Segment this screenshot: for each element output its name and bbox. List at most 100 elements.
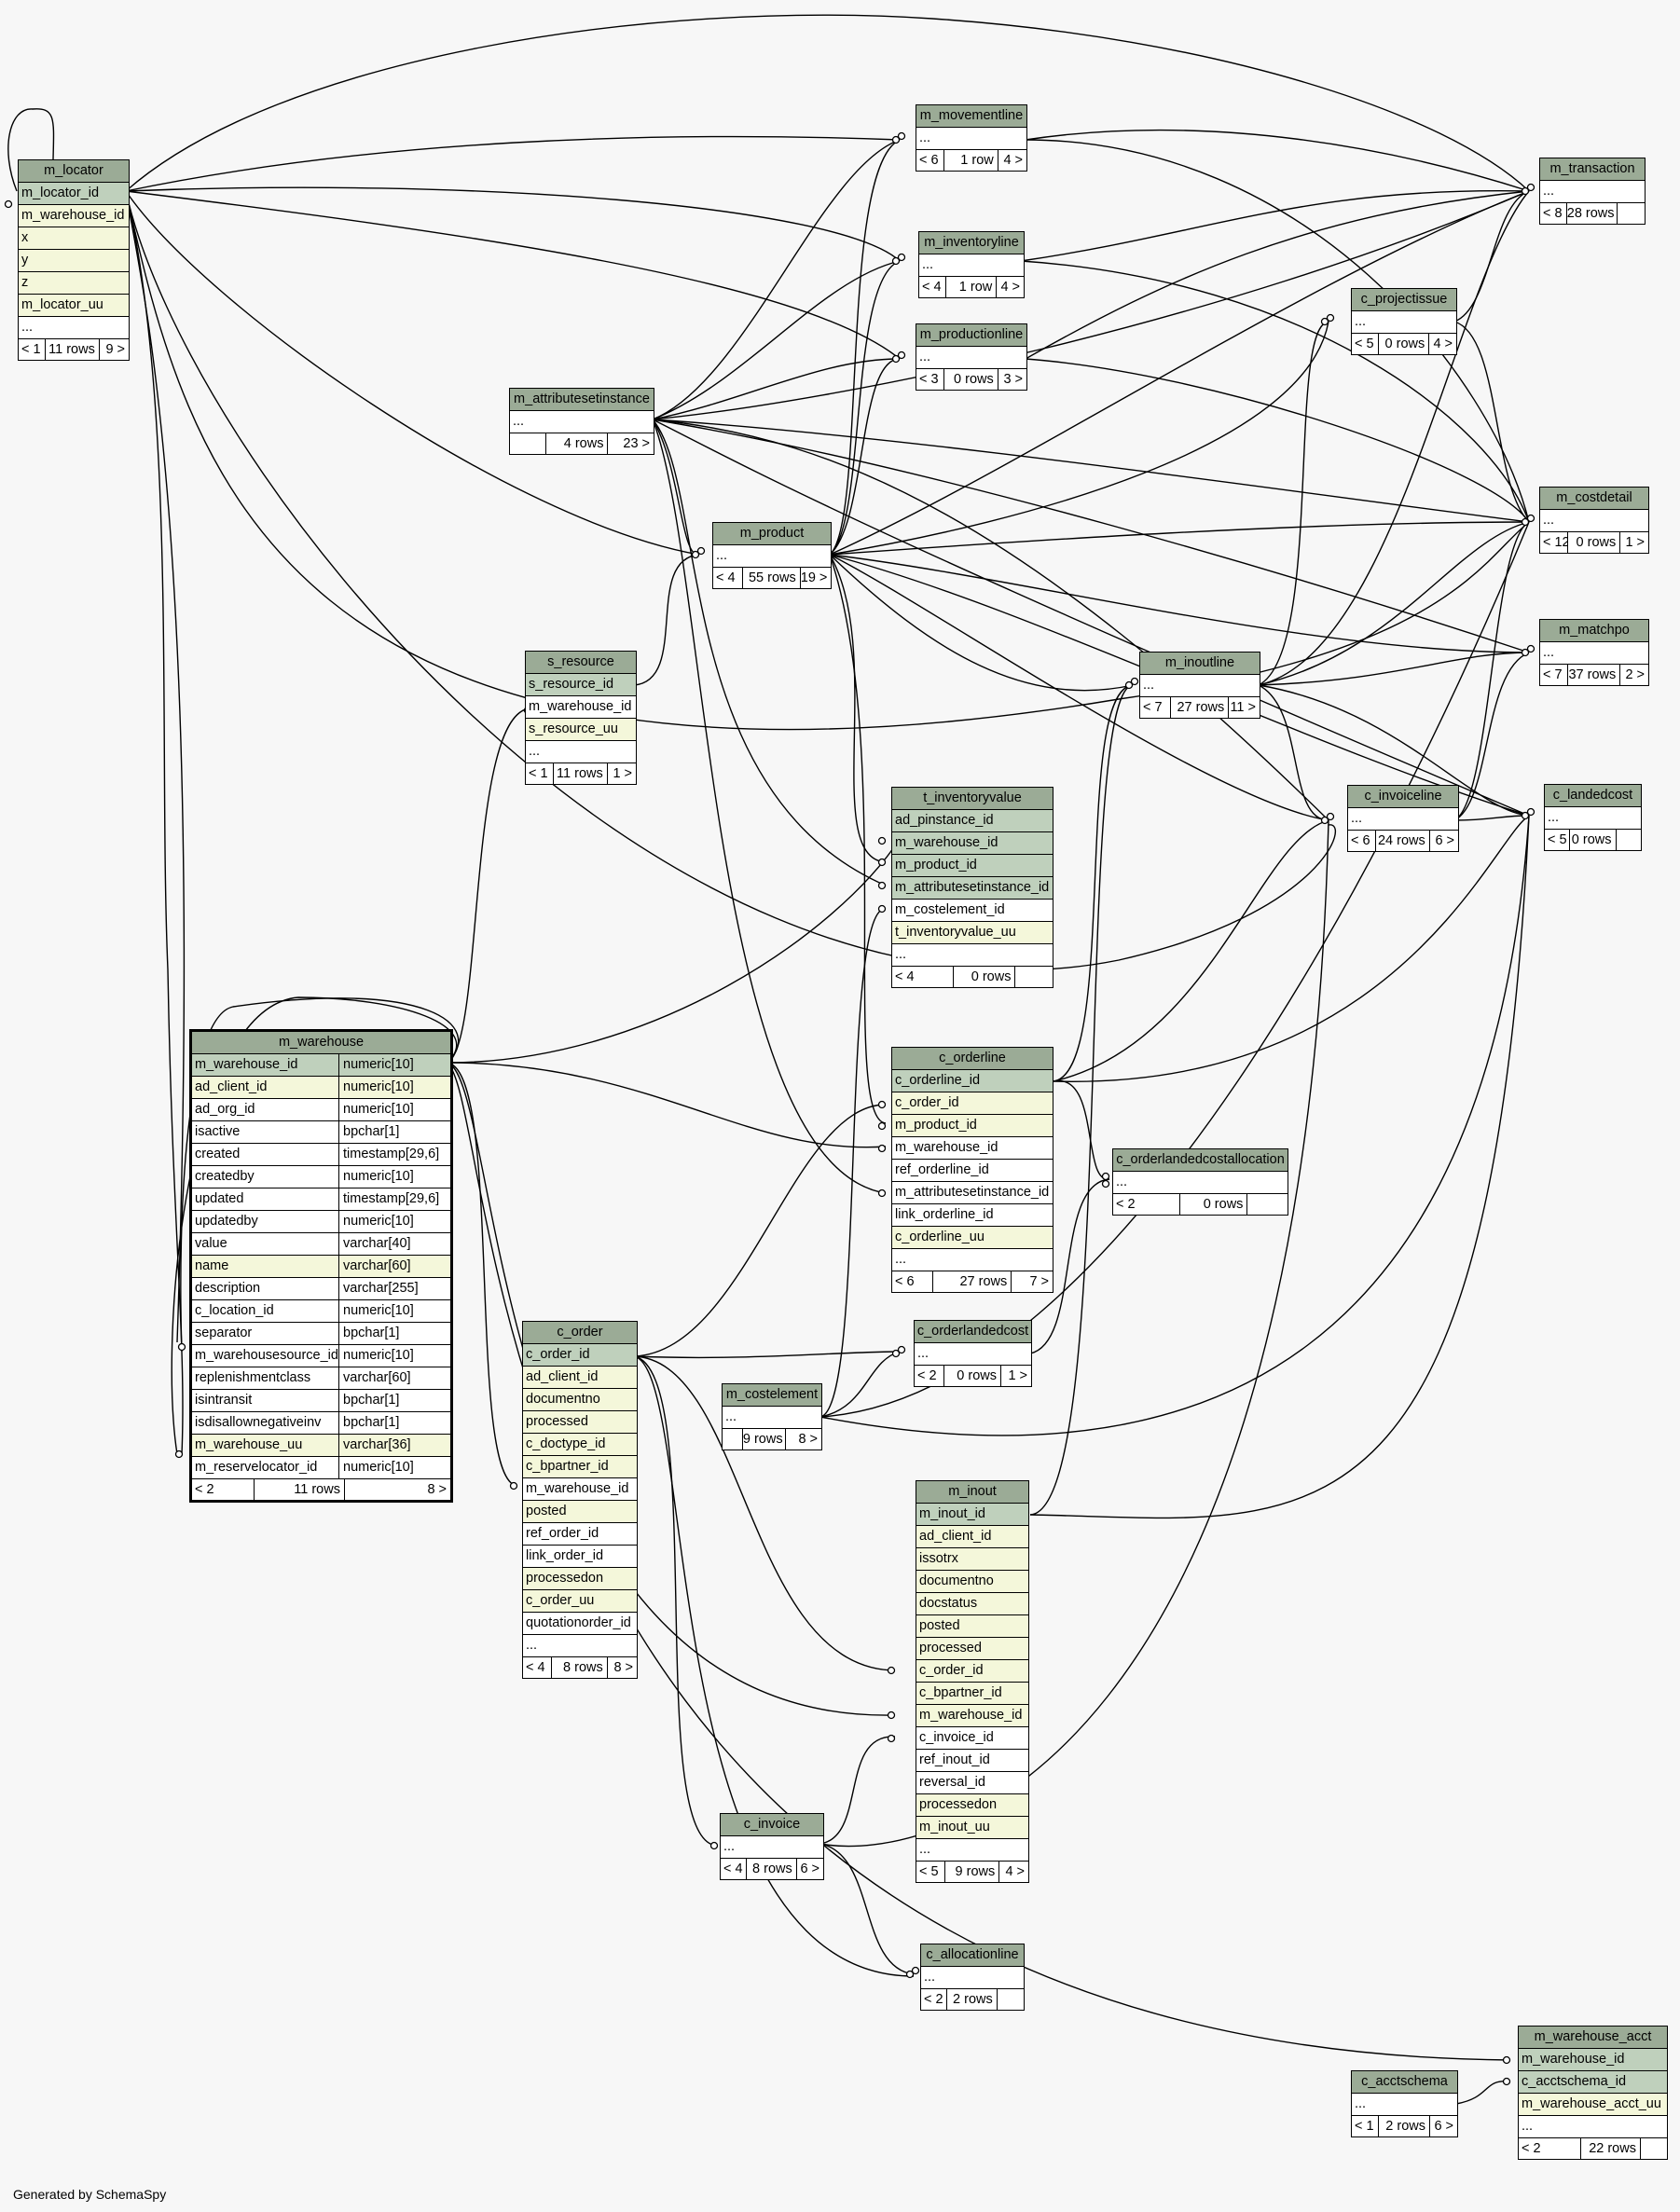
column-row[interactable]: ... bbox=[1352, 311, 1456, 334]
parents-link[interactable]: < 2 bbox=[1116, 1197, 1136, 1212]
table-title[interactable]: s_resource bbox=[526, 652, 636, 674]
parents-link[interactable] bbox=[723, 1429, 742, 1449]
parents-link[interactable]: < 3 bbox=[919, 372, 939, 387]
column-row[interactable]: m_warehouse_id bbox=[526, 696, 636, 719]
column-row[interactable]: ... bbox=[523, 1635, 637, 1657]
parents-link[interactable]: < 12 bbox=[1543, 535, 1567, 550]
primary-key-row[interactable]: m_inout_id bbox=[916, 1504, 1028, 1526]
children-link[interactable]: 2 > bbox=[1619, 665, 1648, 685]
table-title[interactable]: m_product bbox=[713, 523, 831, 545]
parents-link[interactable]: < 5 bbox=[1548, 832, 1567, 847]
column-row[interactable]: ref_orderline_id bbox=[892, 1160, 1053, 1182]
table-title[interactable]: m_transaction bbox=[1540, 158, 1645, 181]
column-row[interactable]: c_invoice_id bbox=[916, 1727, 1028, 1750]
column-row[interactable]: posted bbox=[916, 1615, 1028, 1638]
children-link[interactable]: 4 > bbox=[997, 150, 1026, 171]
primary-key-row[interactable]: m_locator_id bbox=[19, 183, 129, 205]
children-link[interactable]: 7 > bbox=[1011, 1271, 1053, 1292]
parents-link[interactable]: < 1 bbox=[1355, 2119, 1374, 2134]
table-title[interactable]: c_orderlandedcost bbox=[915, 1321, 1031, 1343]
column-row[interactable]: ... bbox=[510, 411, 654, 433]
primary-key-row[interactable]: ad_pinstance_id bbox=[892, 810, 1053, 832]
column-row[interactable]: processedon bbox=[523, 1568, 637, 1590]
column-row[interactable]: link_order_id bbox=[523, 1546, 637, 1568]
parents-link[interactable]: < 7 bbox=[1543, 667, 1563, 682]
parents-link[interactable]: < 2 bbox=[1522, 2141, 1541, 2156]
column-row[interactable]: ... bbox=[916, 1839, 1028, 1862]
column-row[interactable]: c_order_uu bbox=[523, 1590, 637, 1613]
children-link[interactable]: 4 > bbox=[1428, 334, 1456, 354]
children-link[interactable] bbox=[1617, 203, 1645, 224]
table-title[interactable]: c_orderline bbox=[892, 1048, 1053, 1070]
children-link[interactable]: 11 > bbox=[1228, 697, 1260, 718]
table-title[interactable]: c_order bbox=[523, 1322, 637, 1344]
table-title[interactable]: c_acctschema bbox=[1352, 2071, 1457, 2094]
column-row[interactable]: documentno bbox=[523, 1389, 637, 1411]
children-link[interactable]: 4 > bbox=[998, 1862, 1028, 1882]
children-link[interactable]: 8 > bbox=[606, 1657, 637, 1678]
primary-key-row[interactable]: m_attributesetinstance_id bbox=[892, 877, 1053, 900]
primary-key-row[interactable]: m_warehouse_id bbox=[892, 832, 1053, 855]
column-row[interactable]: ... bbox=[713, 545, 831, 568]
children-link[interactable] bbox=[1014, 967, 1053, 987]
column-row[interactable]: posted bbox=[523, 1501, 637, 1523]
children-link[interactable]: 6 > bbox=[1429, 2116, 1457, 2136]
column-row[interactable]: m_warehouse_id bbox=[19, 205, 129, 227]
column-row[interactable]: ... bbox=[916, 347, 1026, 369]
column-row[interactable]: ... bbox=[1140, 675, 1260, 697]
column-row[interactable]: m_warehouse_id bbox=[892, 1137, 1053, 1160]
column-row[interactable]: m_attributesetinstance_id bbox=[892, 1182, 1053, 1204]
table-title[interactable]: m_inventoryline bbox=[919, 232, 1024, 254]
column-row[interactable]: ... bbox=[19, 317, 129, 339]
children-link[interactable]: 23 > bbox=[607, 433, 654, 454]
children-link[interactable] bbox=[996, 1989, 1024, 2010]
parents-link[interactable]: < 6 bbox=[895, 1274, 915, 1289]
primary-key-row[interactable]: m_warehouse_id bbox=[1519, 2049, 1667, 2071]
parents-link[interactable]: < 1 bbox=[529, 766, 548, 781]
parents-link[interactable] bbox=[510, 433, 545, 454]
column-row[interactable]: processed bbox=[523, 1411, 637, 1434]
children-link[interactable]: 3 > bbox=[997, 369, 1026, 390]
column-row[interactable]: y bbox=[19, 250, 129, 272]
children-link[interactable]: 19 > bbox=[799, 568, 831, 588]
parents-link[interactable]: < 1 bbox=[21, 342, 41, 357]
column-row[interactable]: link_orderline_id bbox=[892, 1204, 1053, 1227]
table-title[interactable]: m_locator bbox=[19, 160, 129, 183]
table-title[interactable]: m_warehouse_acct bbox=[1519, 2027, 1667, 2049]
table-title[interactable]: c_invoiceline bbox=[1348, 786, 1458, 808]
column-row[interactable]: ... bbox=[892, 1249, 1053, 1271]
parents-link[interactable]: < 5 bbox=[1355, 337, 1374, 351]
column-row[interactable]: docstatus bbox=[916, 1593, 1028, 1615]
column-row[interactable]: issotrx bbox=[916, 1548, 1028, 1571]
column-row[interactable]: ... bbox=[1540, 642, 1648, 665]
column-row[interactable]: ... bbox=[1545, 807, 1641, 830]
parents-link[interactable]: < 5 bbox=[919, 1864, 939, 1879]
column-row[interactable]: z bbox=[19, 272, 129, 295]
column-row[interactable]: ... bbox=[723, 1407, 821, 1429]
column-row[interactable]: c_orderline_uu bbox=[892, 1227, 1053, 1249]
parents-link[interactable]: < 4 bbox=[526, 1660, 545, 1675]
column-row[interactable]: x bbox=[19, 227, 129, 250]
table-title[interactable]: m_costelement bbox=[723, 1384, 821, 1407]
primary-key-row[interactable]: c_acctschema_id bbox=[1519, 2071, 1667, 2094]
children-link[interactable]: 1 > bbox=[1619, 532, 1648, 553]
parents-link[interactable]: < 8 bbox=[1543, 206, 1563, 221]
children-link[interactable]: 1 > bbox=[1000, 1366, 1031, 1386]
